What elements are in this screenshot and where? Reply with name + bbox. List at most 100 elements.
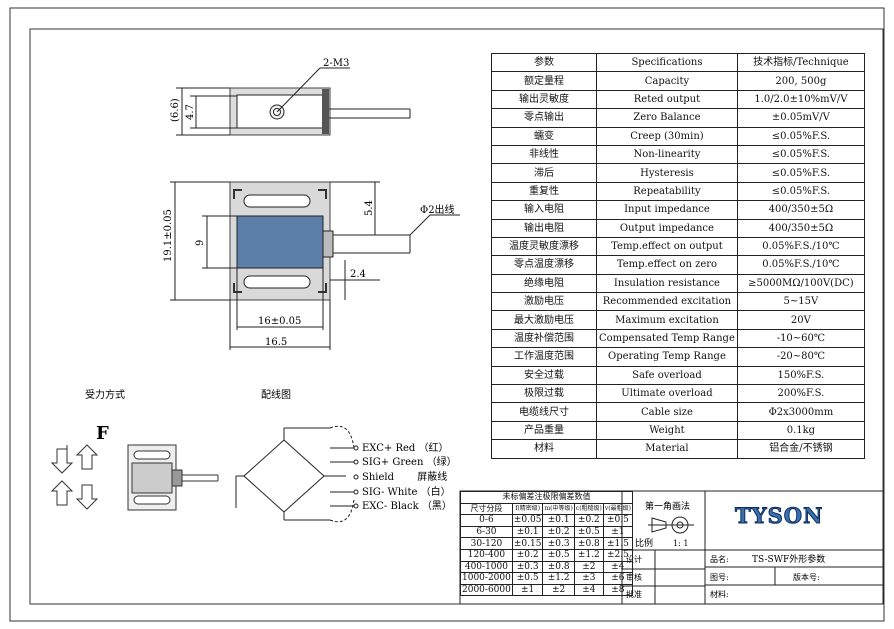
- wiring-title: 配线图: [261, 388, 291, 401]
- wire-shield: Shield 屏蔽线: [362, 470, 447, 483]
- tolerance-value: ±0.1: [542, 514, 575, 527]
- wire-sig-plus: SIG+ Green （绿）: [362, 455, 457, 468]
- tolerance-range: 2000-6000: [460, 583, 513, 597]
- spec-param-en: Zero Balance: [596, 108, 738, 128]
- tolerance-value: ±0.3: [511, 560, 544, 574]
- slot-bottom: [243, 275, 311, 289]
- material-label: 材料:: [710, 589, 729, 599]
- spec-param-cn: 温度灵敏度漂移: [491, 236, 597, 257]
- wire-sig-minus: SIG- White （白）: [362, 485, 451, 498]
- tolerance-row: 120-400±0.2±0.5±1.2±2.5: [460, 548, 633, 562]
- tolerance-value: ±3: [573, 572, 604, 585]
- outer-border: [9, 7, 885, 622]
- slot-top: [243, 194, 311, 208]
- spec-value: 20V: [736, 310, 865, 330]
- spec-value: ≥5000MΩ/100V(DC): [736, 273, 865, 294]
- dim-block: 9: [195, 240, 206, 246]
- tolerance-value: ±2: [573, 560, 604, 574]
- scale-label: 比例: [635, 537, 653, 549]
- dim-width: 16.5: [265, 337, 287, 348]
- tolerance-grade: v(最粗级): [602, 502, 633, 516]
- spec-param-en: Input impedance: [596, 200, 738, 220]
- design-label: 设计: [626, 554, 642, 564]
- spec-param-cn: 最大激励电压: [491, 310, 597, 330]
- spec-param-en: Recommended excitation: [596, 292, 738, 312]
- tolerance-title: 未标偏差注极限偏差数值: [460, 491, 633, 504]
- spec-value: -20~80℃: [736, 347, 865, 367]
- inner-border: [29, 28, 884, 605]
- version-label: 版本号:: [793, 572, 820, 582]
- dim-height: 19.1±0.05: [163, 209, 174, 262]
- force-label: F: [96, 423, 109, 444]
- tolerance-head-row: 尺寸分段 f(精密级) m(中等级) c(粗糙级) v(最粗级): [460, 502, 633, 516]
- tolerance-value: ±0.2: [511, 548, 544, 562]
- spec-param-en: Insulation resistance: [596, 273, 738, 294]
- spec-value: 200, 500g: [736, 71, 865, 91]
- spec-param-cn: 电缆线尺寸: [491, 402, 597, 422]
- tolerance-range: 120-400: [460, 548, 513, 562]
- spec-param-en: Maximum excitation: [596, 310, 738, 330]
- spec-value: ≤0.05%F.S.: [736, 181, 865, 202]
- tolerance-row: 30-120±0.15±0.3±0.8±1.5: [460, 537, 633, 550]
- spec-value: ≤0.05%F.S.: [736, 163, 865, 183]
- tolerance-value: ±0.2: [542, 525, 575, 539]
- spec-value: 150%F.S.: [736, 365, 865, 386]
- spec-param-cn: 额定量程: [491, 71, 597, 91]
- spec-param-en: Non-linearity: [596, 144, 738, 165]
- spec-param-cn: 绝缘电阻: [491, 273, 597, 294]
- spec-param-en: Output impedance: [596, 218, 738, 238]
- spec-value: Φ2x3000mm: [736, 402, 865, 422]
- spec-param-cn: 输入电阻: [491, 200, 597, 220]
- tolerance-value: ±0.5: [573, 525, 604, 539]
- spec-param-cn: 极限过载: [491, 384, 597, 404]
- tolerance-value: ±2.5: [602, 548, 633, 562]
- scale-value: 1: 1: [673, 539, 688, 548]
- spec-param-cn: 零点输出: [491, 108, 597, 128]
- front-view: [170, 181, 460, 350]
- spec-header-cell: 技术指标/Technique: [736, 52, 865, 73]
- spec-param-en: Compensated Temp Range: [596, 328, 738, 349]
- wheatstone-bridge-icon: [235, 425, 359, 523]
- spec-header-cell: Specifications: [596, 52, 738, 73]
- sensor-side-sketch: [127, 444, 219, 511]
- spec-header-cell: 参数: [491, 52, 597, 73]
- tolerance-value: ±1: [602, 525, 633, 539]
- tolerance-value: ±6: [602, 572, 633, 585]
- tolerance-value: ±0.5: [602, 514, 633, 527]
- spec-param-en: Hysteresis: [596, 163, 738, 183]
- spec-value: 0.1kg: [736, 420, 865, 441]
- spec-value: 0.05%F.S./10℃: [736, 255, 865, 275]
- spec-value: 200%F.S.: [736, 384, 865, 404]
- spec-header-row: 参数 Specifications 技术指标/Technique: [491, 52, 865, 73]
- spec-value: ≤0.05%F.S.: [736, 144, 865, 165]
- tolerance-value: ±8: [602, 583, 633, 597]
- spec-param-cn: 重复性: [491, 181, 597, 202]
- force-title: 受力方式: [85, 388, 125, 401]
- spec-param-en: Cable size: [596, 402, 738, 422]
- name-value: TS-SWF外形参数: [752, 553, 825, 565]
- spec-param-en: Weight: [596, 420, 738, 441]
- name-label: 品名:: [710, 554, 729, 564]
- dim-total-height: (6.6): [170, 98, 181, 122]
- review-label: 审核: [626, 572, 642, 582]
- dim-body-height: 4.7: [185, 104, 196, 120]
- tolerance-value: ±1.2: [573, 548, 604, 562]
- tolerance-value: ±1: [511, 583, 544, 597]
- tolerance-row: 2000-6000±1±2±4±8: [460, 583, 633, 597]
- tolerance-value: ±0.3: [542, 537, 575, 550]
- drawing-no-label: 图号:: [710, 573, 729, 582]
- spec-param-en: Reted output: [596, 89, 738, 110]
- tolerance-value: ±0.5: [542, 548, 575, 562]
- spec-value: 1.0/2.0±10%mV/V: [736, 89, 865, 110]
- spec-param-en: Material: [596, 439, 738, 459]
